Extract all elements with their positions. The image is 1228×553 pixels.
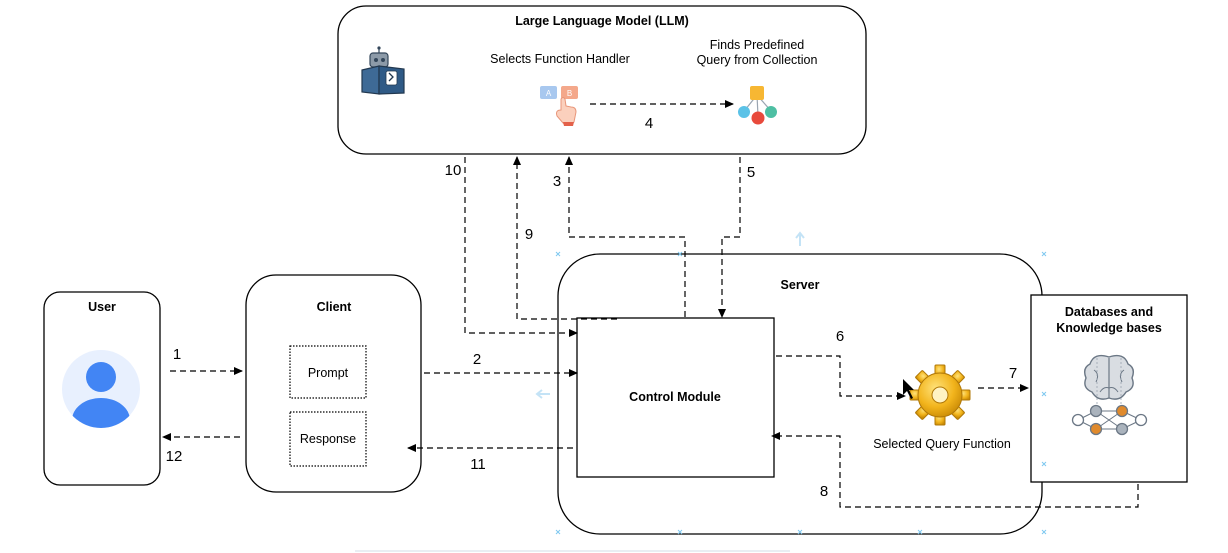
response-box — [289, 411, 367, 467]
step-12: 12 — [166, 448, 183, 465]
step-6: 6 — [836, 328, 844, 345]
robot-reading-book-icon — [361, 46, 405, 95]
arrow-6 — [776, 355, 906, 400]
user-avatar-icon — [62, 350, 140, 428]
step-7: 7 — [1009, 365, 1017, 382]
llm-title: Large Language Model (LLM) — [515, 14, 689, 28]
step-11: 11 — [470, 456, 486, 473]
step-3: 3 — [553, 173, 561, 190]
selected-query-label: Selected Query Function — [873, 437, 1011, 451]
step-10: 10 — [445, 162, 462, 179]
user-box: User — [43, 291, 161, 486]
step-9: 9 — [525, 226, 533, 243]
brain-network-icon — [1071, 354, 1148, 436]
resize-up-handle[interactable] — [795, 231, 805, 246]
prompt-box — [289, 345, 367, 399]
prompt-label: Prompt — [308, 366, 349, 380]
response-label: Response — [300, 432, 356, 446]
arrow-5 — [718, 157, 741, 318]
node-network-icon — [738, 86, 777, 125]
databases-title-line1: Databases and — [1065, 305, 1153, 319]
step-4: 4 — [645, 115, 653, 132]
selects-function-label: Selects Function Handler — [490, 52, 630, 66]
selection-handles — [355, 231, 1047, 552]
resize-left-handle[interactable] — [535, 389, 550, 399]
arrow-10 — [464, 157, 578, 337]
mouse-cursor-icon — [903, 379, 914, 399]
step-5: 5 — [747, 164, 755, 181]
client-box: Client Prompt Response — [245, 274, 422, 493]
databases-title-line2: Knowledge bases — [1056, 321, 1162, 335]
arrow-8 — [771, 432, 1139, 508]
llm-box: Large Language Model (LLM) Selects Funct… — [337, 5, 867, 155]
flow-arrows — [162, 100, 1139, 508]
step-2: 2 — [473, 351, 481, 368]
finds-query-label-line1: Finds Predefined — [710, 38, 805, 52]
control-module-label: Control Module — [629, 390, 721, 404]
control-module-box — [576, 317, 775, 478]
server-box: Server Control Module Selected Query Fun… — [557, 253, 1043, 535]
gear-icon — [909, 364, 971, 426]
step-8: 8 — [820, 483, 828, 500]
step-numbers: 1 2 3 4 5 6 7 8 9 10 11 12 — [166, 115, 1018, 500]
arrow-3 — [565, 156, 686, 317]
svg-text:B: B — [567, 89, 572, 98]
client-title: Client — [317, 300, 353, 314]
arrow-9 — [513, 156, 617, 320]
svg-text:A: A — [546, 89, 552, 98]
databases-box: Databases and Knowledge bases — [1030, 294, 1188, 483]
step-1: 1 — [173, 346, 181, 363]
hand-selecting-ab-icon: A B — [540, 86, 578, 126]
server-title: Server — [781, 278, 820, 292]
user-title: User — [88, 300, 116, 314]
finds-query-label-line2: Query from Collection — [697, 53, 818, 67]
